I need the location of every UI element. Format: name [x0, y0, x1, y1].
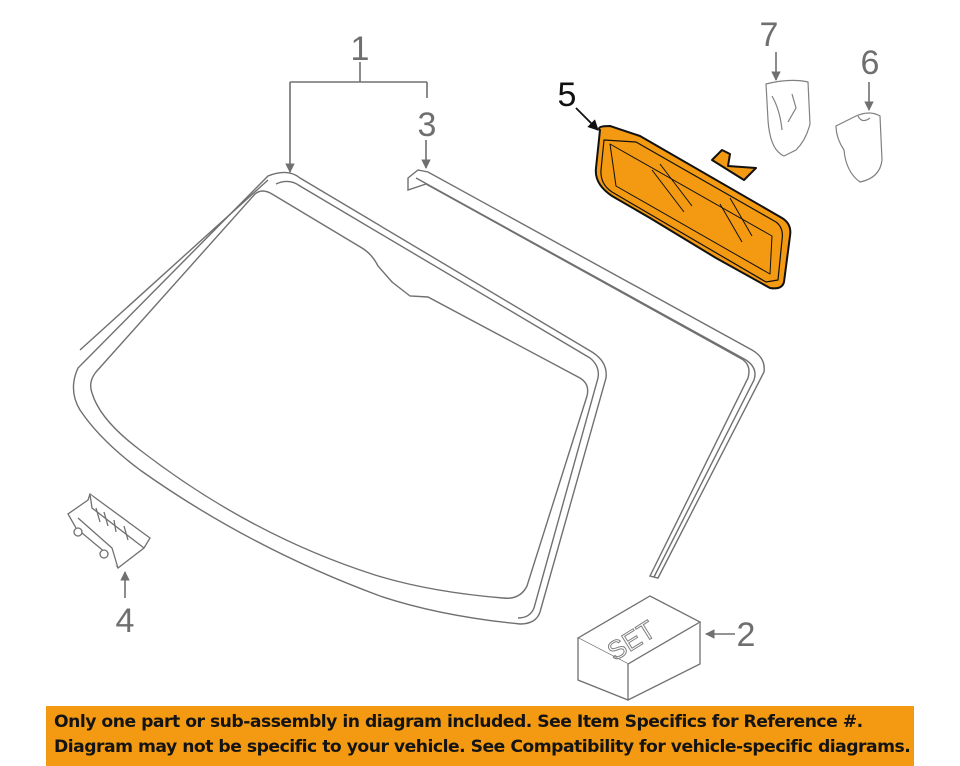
set-kit-box: SET — [576, 595, 702, 701]
callout-4: 4 — [116, 602, 135, 640]
windshield-molding-strip — [407, 169, 765, 579]
callout-7: 7 — [760, 16, 779, 54]
callout-2: 2 — [737, 616, 756, 654]
callout-5: 5 — [558, 76, 577, 114]
mirror-cover-lower — [835, 112, 883, 183]
disclaimer-banner: Only one part or sub-assembly in diagram… — [46, 706, 914, 766]
callout-3: 3 — [418, 106, 437, 144]
callout-6: 6 — [861, 44, 880, 82]
callout-5-leader — [575, 107, 599, 131]
callout-leaders — [120, 52, 874, 639]
banner-line-2: Diagram may not be specific to your vehi… — [54, 737, 911, 757]
windshield-glass — [72, 171, 607, 625]
callout-1: 1 — [351, 30, 370, 68]
rear-view-mirror — [594, 125, 792, 290]
banner-line-1: Only one part or sub-assembly in diagram… — [54, 712, 863, 732]
mirror-cover-upper — [765, 79, 811, 157]
sensor-bracket — [67, 492, 151, 569]
